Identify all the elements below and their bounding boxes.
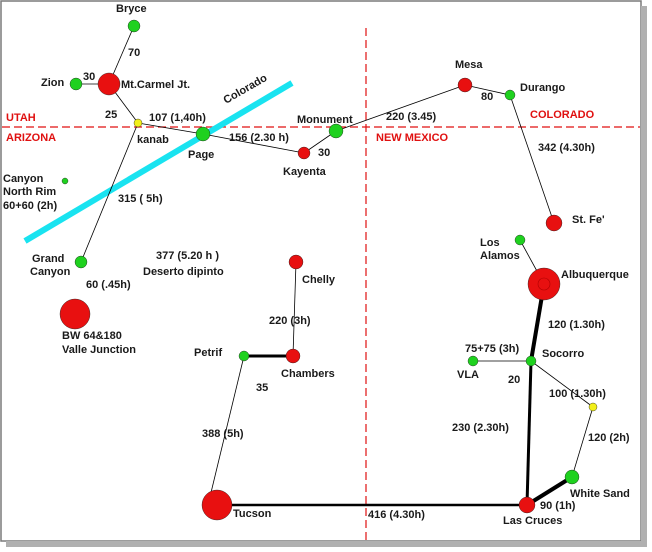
mt-carmel-marker	[97, 72, 121, 96]
page-marker	[195, 126, 211, 142]
distance-page-kayenta: 156 (2.30 h)	[229, 132, 289, 144]
monument-marker	[328, 123, 344, 139]
city-label-los-alamos-2: Alamos	[480, 250, 520, 262]
kanab-marker	[133, 118, 143, 128]
distance-bryce-mtcarmel: 70	[128, 47, 140, 59]
mesa-marker	[457, 77, 473, 93]
tucson-marker	[201, 489, 233, 521]
city-label-bw-2: Valle Junction	[62, 344, 136, 356]
albuquerque-inner-ring	[537, 277, 551, 291]
city-label-north-rim-2: North Rim	[3, 186, 56, 198]
city-label-bw-1: BW 64&180	[62, 330, 122, 342]
city-label-monument: Monument	[297, 114, 353, 126]
minor-roads	[76, 25, 594, 506]
distance-lascruces-socorro: 230 (2.30h)	[452, 422, 509, 434]
distance-junction-2: 120 (2h)	[588, 432, 630, 444]
distance-vla-socorro: 75+75 (3h)	[465, 343, 519, 355]
city-label-albuquerque: Albuquerque	[561, 269, 629, 281]
city-label-page: Page	[188, 149, 214, 161]
distance-junction-1: 100 (1.30h)	[549, 388, 606, 400]
city-label-kayenta: Kayenta	[283, 166, 327, 178]
distance-mesa-durango: 80	[481, 91, 493, 103]
durango-marker	[504, 89, 516, 101]
albuquerque-marker	[527, 267, 561, 301]
state-label-new-mexico: NEW MEXICO	[376, 132, 449, 144]
city-label-tucson: Tucson	[233, 508, 272, 520]
city-label-st-fe: St. Fe'	[572, 214, 605, 226]
vla-marker	[467, 355, 479, 367]
chelly-marker	[288, 254, 304, 270]
desert-label-1: 377 (5.20 h )	[156, 250, 219, 262]
st-fe-marker	[545, 214, 563, 232]
city-label-grand-canyon-1: Grand	[32, 253, 64, 265]
city-label-socorro: Socorro	[542, 348, 584, 360]
state-label-utah: UTAH	[6, 112, 36, 124]
north-rim-marker	[61, 177, 69, 185]
los-alamos-marker	[514, 234, 526, 246]
distance-albuquerque-socorro: 120 (1.30h)	[548, 319, 605, 331]
grand-canyon-marker	[74, 255, 88, 269]
distance-chelly-chambers: 220 (3h)	[269, 315, 311, 327]
city-label-north-rim-1: Canyon	[3, 173, 44, 185]
desert-label-2: Deserto dipinto	[143, 266, 224, 278]
city-label-chambers: Chambers	[281, 368, 335, 380]
las-cruces-marker	[518, 496, 536, 514]
state-label-arizona: ARIZONA	[6, 132, 56, 144]
socorro-marker	[525, 355, 537, 367]
kayenta-marker	[297, 146, 311, 160]
chambers-marker	[285, 348, 301, 364]
city-label-mt-carmel: Mt.Carmel Jt.	[121, 79, 190, 91]
distance-kanab-page: 107 (1,40h)	[149, 112, 206, 124]
city-label-mesa: Mesa	[455, 59, 483, 71]
frame-shadow-bottom	[6, 541, 647, 547]
city-label-las-cruces: Las Cruces	[503, 515, 562, 527]
white-sand-marker	[564, 469, 580, 485]
junction-marker	[588, 402, 598, 412]
city-label-kanab: kanab	[137, 134, 169, 146]
city-label-zion: Zion	[41, 77, 64, 89]
frame-shadow-right	[641, 6, 647, 546]
colorado-river	[23, 80, 294, 244]
city-label-grand-canyon-2: Canyon	[30, 266, 71, 278]
distance-mtcarmel-kanab: 25	[105, 109, 117, 121]
distance-grandcanyon-bw: 60 (.45h)	[86, 279, 131, 291]
distance-petrif-chambers: 35	[256, 382, 268, 394]
distance-socorro-junction: 20	[508, 374, 520, 386]
distance-kayenta-monument: 30	[318, 147, 330, 159]
distance-monument-mesa: 220 (3.45)	[386, 111, 436, 123]
distance-lascruces-whitesand: 90 (1h)	[540, 500, 576, 512]
distance-zion-mtcarmel: 30	[83, 71, 95, 83]
distance-petrif-tucson: 388 (5h)	[202, 428, 244, 440]
city-label-bryce: Bryce	[116, 3, 147, 15]
city-label-north-rim-3: 60+60 (2h)	[3, 200, 57, 212]
distance-durango-stfe: 342 (4.30h)	[538, 142, 595, 154]
bw-valle-junction-marker	[59, 298, 91, 330]
city-label-white-sand: White Sand	[570, 488, 630, 500]
distance-kanab-grandcanyon: 315 ( 5h)	[118, 193, 163, 205]
bryce-marker	[127, 19, 141, 33]
city-label-vla: VLA	[457, 369, 479, 381]
distance-tucson-lascruces: 416 (4.30h)	[368, 509, 425, 521]
zion-marker	[69, 77, 83, 91]
city-label-durango: Durango	[520, 82, 566, 94]
state-label-colorado: COLORADO	[530, 109, 595, 121]
city-label-petrif: Petrif	[194, 347, 222, 359]
petrif-marker	[238, 350, 250, 362]
city-markers	[59, 19, 598, 521]
city-label-chelly: Chelly	[302, 274, 336, 286]
city-label-los-alamos-1: Los	[480, 237, 500, 249]
